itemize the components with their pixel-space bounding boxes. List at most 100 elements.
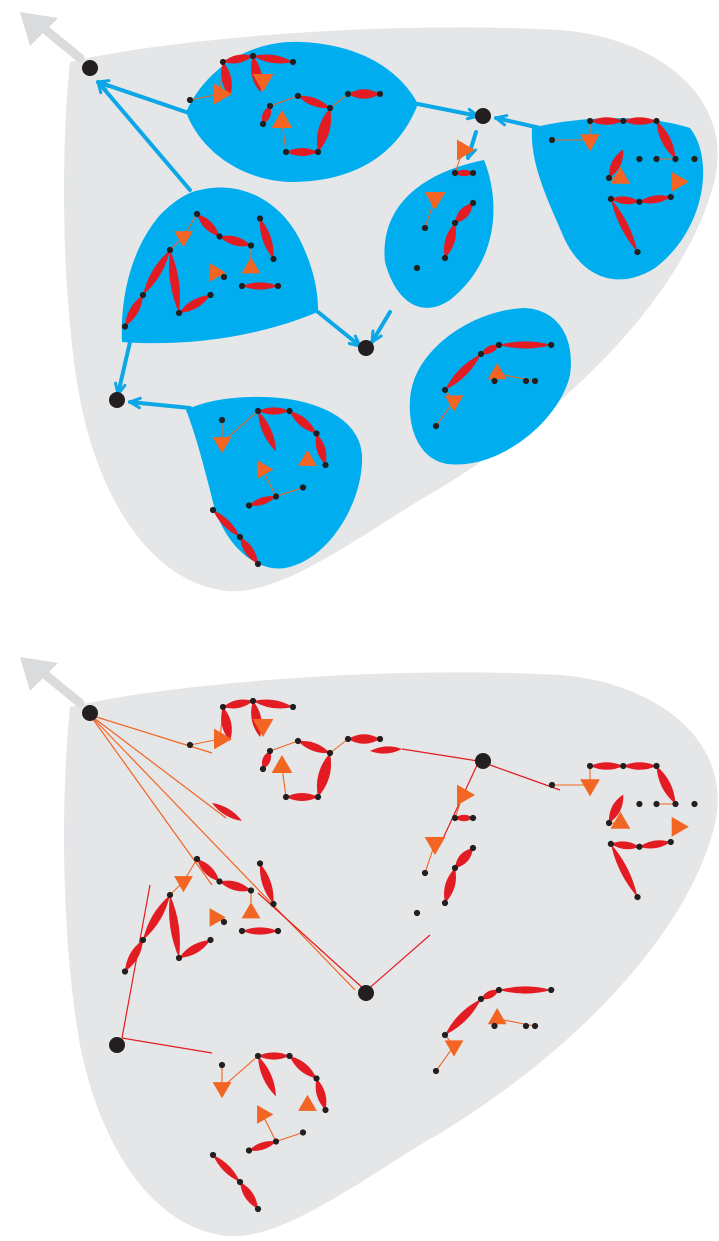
lens-icon: [219, 235, 251, 247]
lens-icon: [289, 1056, 317, 1079]
node-dot: [522, 1022, 530, 1030]
node-dot: [254, 1205, 262, 1213]
lens-icon: [253, 54, 293, 64]
node-dot: [245, 502, 253, 509]
triangle-icon: [444, 1040, 464, 1057]
lens-icon: [261, 106, 272, 124]
node-dot: [548, 341, 555, 349]
cluster-edge: [316, 310, 362, 348]
lens-icon: [221, 62, 232, 96]
wire: [275, 1131, 304, 1143]
node-dot: [469, 814, 477, 822]
node-dot: [209, 1151, 217, 1159]
node-dot: [620, 117, 627, 125]
signal-wire: [365, 934, 431, 992]
arrow-icon: [20, 657, 58, 691]
triangle-icon: [457, 784, 475, 806]
lens-icon: [286, 793, 318, 801]
signal-wire: [257, 892, 367, 992]
node-dot: [175, 309, 183, 317]
node-dot: [166, 246, 174, 254]
node-dot: [326, 104, 334, 112]
lens-icon: [610, 843, 638, 898]
lens-icon: [125, 940, 143, 972]
lens-icon: [213, 1155, 240, 1182]
node-dot: [299, 484, 307, 491]
triangle-icon: [252, 719, 274, 737]
lens-icon: [240, 537, 258, 564]
lens-icon: [259, 218, 274, 259]
hub-node: [358, 985, 374, 1001]
node-dot: [691, 155, 698, 163]
lens-icon: [298, 740, 330, 754]
cluster-edge: [96, 80, 192, 192]
node-dot: [491, 1022, 498, 1030]
lens-icon: [444, 223, 456, 258]
node-dot: [186, 741, 194, 749]
node-dot: [259, 120, 267, 128]
node-dot: [313, 430, 320, 437]
node-dot: [421, 869, 429, 877]
cluster-edge: [466, 130, 478, 160]
signal-wire: [121, 884, 151, 1039]
triangle-icon: [212, 437, 232, 454]
lens-icon: [499, 986, 552, 994]
cluster-blob: [384, 160, 494, 308]
triangle-icon: [174, 231, 193, 248]
region-blob: [64, 672, 718, 1237]
node-dot: [376, 735, 384, 743]
lens-icon: [213, 510, 240, 537]
lens-icon: [249, 496, 276, 506]
triangle-icon: [610, 811, 631, 829]
node-dot: [451, 864, 459, 872]
node-dot: [274, 927, 282, 935]
lens-icon: [240, 1182, 258, 1209]
lens-icon: [590, 762, 624, 770]
triangle-icon: [580, 779, 600, 797]
node-dot: [274, 282, 282, 290]
triangle-icon: [671, 171, 689, 192]
node-dot: [289, 58, 297, 66]
arrowhead-icon: [494, 114, 509, 127]
arrowhead-icon: [96, 80, 110, 95]
node-dot: [270, 255, 277, 263]
node-dot: [218, 1061, 226, 1069]
lens-icon: [221, 707, 232, 741]
lens-icon: [455, 169, 473, 177]
node-dot: [469, 199, 477, 207]
lens-icon: [286, 148, 318, 156]
node-dot: [344, 90, 352, 98]
triangle-icon: [487, 363, 507, 380]
lens-icon: [608, 794, 624, 823]
lens-icon: [623, 762, 657, 770]
node-dot: [653, 800, 660, 808]
node-dot: [259, 765, 267, 773]
signal-wire: [401, 748, 479, 762]
triangle-icon: [424, 192, 446, 210]
triangle-icon: [212, 1082, 232, 1099]
node-dot: [294, 737, 302, 745]
node-dot: [220, 273, 228, 281]
triangle-icon: [444, 395, 464, 412]
triangle-icon: [209, 908, 226, 927]
node-dot: [672, 800, 679, 808]
lens-icon: [639, 840, 671, 849]
node-dot: [238, 282, 246, 290]
lens-icon: [499, 341, 552, 349]
node-dot: [282, 793, 290, 801]
node-dot: [421, 224, 429, 232]
node-dot: [270, 900, 277, 908]
cluster-edge: [116, 340, 132, 396]
hub-node: [82, 705, 98, 721]
lens-icon: [455, 814, 473, 822]
lens-icon: [258, 411, 276, 452]
node-dot: [139, 936, 147, 944]
lens-icon: [298, 95, 330, 109]
triangle-icon: [457, 139, 475, 161]
arrowhead-icon: [128, 396, 142, 410]
signal-wire: [89, 714, 356, 991]
lens-icon: [316, 753, 332, 797]
lens-icon: [125, 295, 143, 327]
hub-node: [82, 60, 98, 76]
lens-icon: [610, 198, 638, 253]
